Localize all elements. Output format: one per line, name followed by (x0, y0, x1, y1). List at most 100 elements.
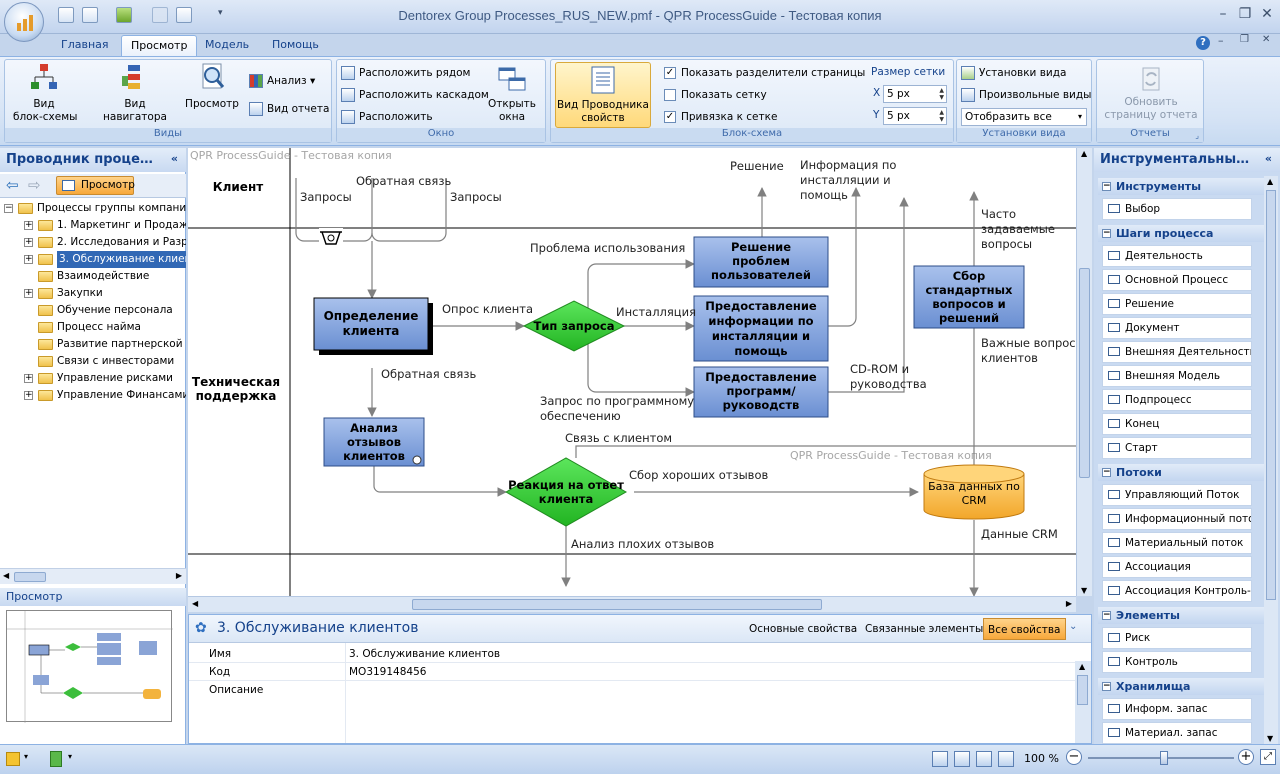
analysis-button[interactable]: Анализ ▾ (249, 72, 315, 90)
tab-view[interactable]: Просмотр (121, 35, 198, 56)
forward-icon[interactable]: ⇨ (28, 176, 41, 194)
scroll-down-icon[interactable]: ▼ (1081, 586, 1088, 595)
refresh-report-button[interactable]: Обновить страницу отчета (1101, 66, 1201, 122)
scroll-up-icon[interactable]: ▲ (1081, 149, 1088, 158)
scroll-left-icon[interactable]: ◀ (192, 599, 199, 608)
node-provide-programs[interactable] (693, 366, 829, 418)
show-grid-checkbox[interactable]: Показать сетку (663, 86, 767, 104)
tree-item[interactable]: +2. Исследования и Разработка (0, 234, 186, 251)
toolbox-section-header[interactable]: −Элементы (1098, 607, 1274, 624)
scroll-thumb[interactable] (1077, 675, 1088, 705)
toolbox-item[interactable]: Деятельность (1102, 245, 1252, 267)
toolbox-section-header[interactable]: −Хранилища (1098, 678, 1274, 695)
undo-icon[interactable] (152, 7, 168, 23)
collapse-icon[interactable]: − (1102, 228, 1111, 238)
tab-help[interactable]: Помощь (272, 38, 319, 51)
collapse-icon[interactable]: − (1102, 610, 1111, 620)
page-breaks-checkbox[interactable]: ✓Показать разделители страницы (663, 64, 865, 82)
scroll-thumb[interactable] (1079, 268, 1090, 478)
tree-item[interactable]: +1. Маркетинг и Продажи (0, 217, 186, 234)
toolbox-item[interactable]: Ассоциация Контроль-Риск (1102, 580, 1252, 602)
tab-all-properties[interactable]: Все свойства (983, 618, 1066, 640)
dialog-launcher-icon[interactable]: ⌟ (1195, 131, 1199, 140)
node-provide-install[interactable] (693, 295, 829, 362)
toolbox-section-header[interactable]: −Потоки (1098, 464, 1274, 481)
tree-item[interactable]: +Управление рисками (0, 370, 186, 387)
scroll-thumb[interactable] (1266, 190, 1276, 600)
canvas-vscroll[interactable]: ▲ ▼ (1076, 148, 1092, 596)
collapse-pane-icon[interactable]: « (1264, 152, 1272, 165)
navigator-view-button[interactable]: Вид навигатора (103, 62, 167, 124)
fit-to-window-icon[interactable]: ⤢ (1260, 749, 1276, 765)
help-icon[interactable]: ? (1196, 36, 1210, 50)
scroll-up-icon[interactable]: ▲ (1079, 662, 1086, 671)
status-folder-icon[interactable] (6, 752, 20, 766)
tree-item[interactable]: Обучение персонала (0, 302, 186, 319)
nav-view-button[interactable]: Просмотр (56, 176, 135, 195)
tab-basic-properties[interactable]: Основные свойства (749, 623, 858, 635)
tree-item[interactable]: Связи с инвесторами (0, 353, 186, 370)
tree-item[interactable]: −Процессы группы компаний (0, 200, 186, 217)
tab-home[interactable]: Главная (61, 38, 109, 51)
tree-item[interactable]: +Управление Финансами (0, 387, 186, 404)
node-define-client[interactable] (313, 297, 429, 351)
tree-item[interactable]: Процесс найма (0, 319, 186, 336)
tree-item[interactable]: Развитие партнерской сети (0, 336, 186, 353)
preview-view-icon[interactable] (998, 751, 1014, 767)
node-react-feedback[interactable] (504, 457, 628, 527)
toolbox-item[interactable]: Внешняя Деятельность (1102, 341, 1252, 363)
zoom-slider-thumb[interactable] (1160, 751, 1168, 765)
flowchart-view-icon[interactable] (932, 751, 948, 767)
open-windows-button[interactable]: Открыть окна (483, 66, 541, 124)
expand-icon[interactable]: + (24, 254, 33, 264)
toolbox-vscroll[interactable]: ▲ ▼ (1264, 176, 1278, 744)
save-icon[interactable] (58, 7, 74, 23)
spinner-icon[interactable]: ▲▼ (939, 109, 944, 123)
toolbox-item[interactable]: Выбор (1102, 198, 1252, 220)
toolbox-item[interactable]: Материал. запас (1102, 722, 1252, 744)
property-row[interactable]: Описание (189, 681, 1075, 699)
node-crm-db[interactable] (923, 464, 1025, 520)
arrange-button[interactable]: Расположить (341, 108, 433, 126)
toolbox-item[interactable]: Документ (1102, 317, 1252, 339)
collapse-icon[interactable]: − (4, 203, 13, 213)
diagram-thumbnail[interactable] (6, 610, 173, 723)
ribbon-restore-icon[interactable]: ❐ (1240, 34, 1249, 45)
tree-item[interactable]: +3. Обслуживание клиентов (0, 251, 186, 268)
scroll-thumb[interactable] (14, 572, 46, 582)
new-icon[interactable] (82, 7, 98, 23)
toolbox-item[interactable]: Основной Процесс (1102, 269, 1252, 291)
expand-icon[interactable]: + (24, 237, 33, 247)
explorer-view-button[interactable]: Вид Проводника свойств (555, 62, 651, 128)
restore-icon[interactable]: ❐ (1238, 6, 1252, 22)
expand-icon[interactable]: + (24, 390, 33, 400)
ribbon-close-icon[interactable]: ✕ (1262, 34, 1271, 45)
close-icon[interactable]: ✕ (1261, 6, 1273, 22)
toolbox-item[interactable]: Информационный поток (1102, 508, 1252, 530)
report-view-button[interactable]: Вид отчета (249, 100, 329, 118)
chevron-down-icon[interactable]: ⌄ (1069, 621, 1078, 632)
navigator-view-icon[interactable] (954, 751, 970, 767)
tree-item[interactable]: Взаимодействие (0, 268, 186, 285)
customize-qat-icon[interactable]: ▾ (218, 8, 223, 18)
status-doc-icon[interactable] (50, 751, 62, 767)
custom-views-button[interactable]: Произвольные виды (961, 86, 1091, 104)
toolbox-item[interactable]: Старт (1102, 437, 1252, 459)
expand-icon[interactable]: + (24, 220, 33, 230)
toolbox-item[interactable]: Ассоциация (1102, 556, 1252, 578)
canvas-hscroll[interactable]: ◀ ▶ (188, 596, 1076, 612)
toolbox-section-header[interactable]: −Инструменты (1098, 178, 1274, 195)
zoom-out-icon[interactable]: − (1066, 749, 1082, 765)
node-solve-problems[interactable] (693, 236, 829, 288)
toolbox-item[interactable]: Информ. запас (1102, 698, 1252, 720)
application-menu-button[interactable] (4, 2, 44, 42)
minimize-icon[interactable]: – (1219, 6, 1227, 22)
report-view-icon[interactable] (976, 751, 992, 767)
node-collect-faq[interactable] (913, 265, 1025, 329)
scroll-right-icon[interactable]: ▶ (175, 571, 182, 580)
scroll-right-icon[interactable]: ▶ (1065, 599, 1072, 608)
toolbox-item[interactable]: Материальный поток (1102, 532, 1252, 554)
